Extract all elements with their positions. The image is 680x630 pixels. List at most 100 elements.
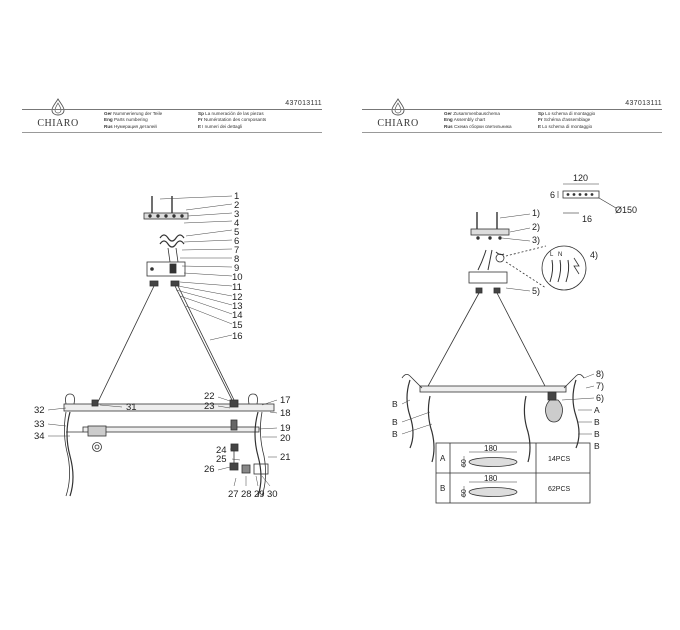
assembly-diagram: 1) 2) 3) 4) 5) 6) 7) 8) B B B B B B A L … [392, 173, 637, 504]
part-label-2: 2 [234, 200, 239, 211]
canopy [468, 271, 508, 284]
suspension-cable [426, 292, 480, 389]
ground-icon [573, 257, 580, 275]
language-list-right: Sp La numeración de las piezas Fr Numéro… [198, 111, 267, 129]
dim-diameter: Ø150 [615, 205, 637, 215]
language-list-right: Sp Lo schema di montaggio Fr Schéma d'as… [538, 111, 596, 129]
leader-lines [401, 213, 595, 435]
part-label-17: 17 [280, 395, 291, 406]
canopy [146, 261, 186, 277]
crystal-a [468, 457, 518, 467]
table-qty-b: 62PCS [548, 486, 571, 493]
wiring-detail-circle [541, 245, 587, 291]
table-letter-b: B [440, 484, 445, 493]
left-header: CHIARO 437013111 Ger Nummerierung der Te… [22, 96, 322, 136]
part-label-16: 16 [232, 331, 243, 342]
part-label-6: 6 [234, 236, 239, 247]
step-labels: 1) 2) 3) 4) 5) 6) 7) 8) [532, 208, 604, 403]
table-height-b: 60 [461, 489, 468, 497]
part-label-4: 4 [234, 218, 239, 229]
part-label-29: 29 [254, 489, 265, 500]
parts-diagram: 1 2 3 4 5 6 7 8 9 10 11 12 13 14 15 16 1… [34, 191, 291, 500]
main-bar [63, 403, 275, 412]
part-label-11: 11 [232, 282, 242, 293]
part-label-24: 24 [216, 445, 227, 456]
suspension-cable [96, 285, 155, 405]
part-label-20: 20 [280, 433, 291, 444]
part-label-21: 21 [280, 452, 291, 463]
chiaro-logo-icon [391, 98, 405, 116]
logo-text: CHIARO [37, 118, 79, 129]
step-label-1: 1) [532, 208, 540, 218]
cable-holder [170, 280, 180, 287]
letter-label: B [594, 429, 600, 439]
part-label-33: 33 [34, 419, 45, 430]
part-label-22: 22 [204, 391, 215, 402]
step-label-4: 4) [590, 250, 598, 260]
part-label-10: 10 [232, 272, 243, 283]
main-bar [419, 385, 567, 393]
step-label-3: 3) [532, 235, 540, 245]
ornament-left [66, 411, 74, 497]
dimension-bar [562, 190, 600, 199]
part-label-7: 7 [234, 245, 239, 256]
chiaro-logo: CHIARO [36, 98, 80, 129]
part-label-32: 32 [34, 405, 45, 416]
part-label-1: 1 [234, 191, 239, 202]
logo-text: CHIARO [377, 118, 419, 129]
part-label-5: 5 [234, 227, 239, 238]
ornament [572, 379, 580, 449]
wire-connectors [159, 234, 185, 242]
part-number-labels: 1 2 3 4 5 6 7 8 9 10 11 12 13 14 15 16 1… [34, 191, 291, 500]
arm [563, 374, 585, 389]
letter-label: B [392, 429, 398, 439]
wire-terminal [495, 253, 505, 263]
letter-label: B [392, 417, 398, 427]
bulb [253, 463, 269, 475]
part-label-14: 14 [232, 310, 243, 321]
letter-label: A [594, 405, 600, 415]
table-letter-a: A [440, 454, 446, 463]
ornament-right [254, 411, 262, 497]
wire-label-l: L [550, 252, 554, 258]
table-width-a: 180 [484, 444, 498, 453]
part-label-25: 25 [216, 454, 227, 465]
part-label-3: 3 [234, 209, 239, 220]
chiaro-logo: CHIARO [376, 98, 420, 129]
step-label-2: 2) [532, 222, 540, 232]
chiaro-logo-icon [51, 98, 65, 116]
letter-labels: B B B B B B A [392, 399, 600, 451]
ornament [427, 395, 435, 463]
letter-label: B [594, 417, 600, 427]
header-rule [22, 109, 322, 110]
right-page-assembly-chart: CHIARO 437013111 Ger Zusammenbauschema E… [340, 0, 680, 630]
table-height-a: 60 [461, 459, 468, 467]
dim-width: 120 [573, 173, 588, 183]
part-label-15: 15 [232, 320, 243, 331]
header-rule [362, 109, 662, 110]
ornament [406, 379, 414, 449]
ceiling-plate [470, 228, 510, 236]
language-list-left: Ger Nummerierung der Teile Eng Parts num… [104, 111, 163, 129]
step-label-6: 6) [596, 393, 604, 403]
step-label-7: 7) [596, 381, 604, 391]
letter-label: B [392, 399, 398, 409]
lower-bar [82, 426, 260, 433]
hook [65, 393, 75, 405]
header-rule-bottom [362, 132, 662, 133]
letter-label: B [594, 441, 600, 451]
table-width-b: 180 [484, 474, 498, 483]
table-qty-a: 14PCS [548, 456, 571, 463]
part-label-27: 27 [228, 489, 239, 500]
part-label-18: 18 [280, 408, 291, 419]
right-header: CHIARO 437013111 Ger Zusammenbauschema E… [362, 96, 662, 136]
part-label-30: 30 [267, 489, 278, 500]
part-label-9: 9 [234, 263, 239, 274]
step-label-5: 5) [532, 286, 540, 296]
fitting [87, 425, 107, 437]
dimension-labels: 120 6 16 Ø150 [550, 173, 637, 224]
arm [401, 374, 423, 389]
left-page-parts-numbering: CHIARO 437013111 Ger Nummerierung der Te… [22, 96, 322, 500]
bulb [545, 399, 563, 423]
part-label-28: 28 [241, 489, 252, 500]
